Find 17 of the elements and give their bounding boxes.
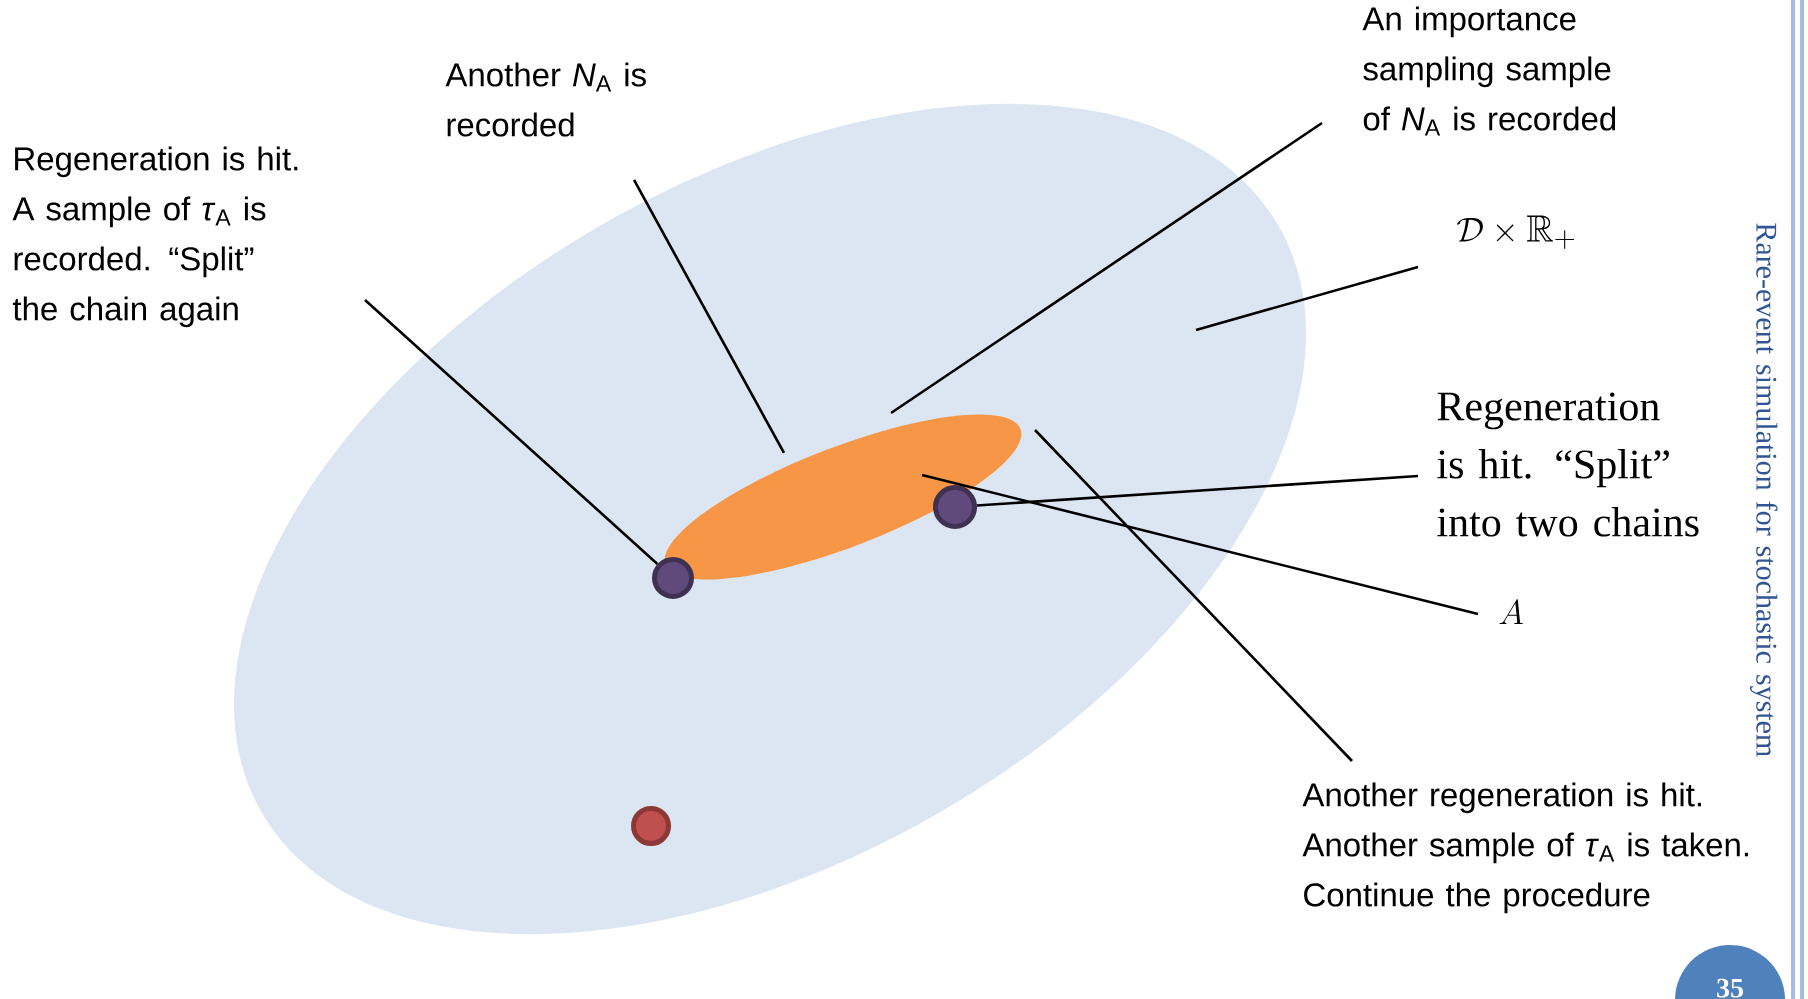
annotation-text: An importance sampling sample of N$_{A}$ is recorded: [1362, 6, 1616, 136]
annotation-text: Another N$_{A}$ is recorded: [445, 62, 646, 137]
leader-line: [921, 473, 1479, 616]
leader-line: [1195, 265, 1419, 332]
leader-line: [976, 474, 1419, 507]
leader-line: [1034, 429, 1353, 762]
set-label: $\mathcal{D}\times\mathbb{R}_+$: [1457, 215, 1575, 249]
leader-line: [364, 299, 659, 565]
page-number: 35: [1675, 945, 1785, 999]
leader-line: [890, 121, 1323, 415]
annotation-text: Regeneration is hit. A sample of τ$_{A}$ is recorded. “Split” the chain again: [12, 146, 298, 328]
set-label: $A$: [1499, 599, 1523, 624]
annotation-text: Regeneration is hit. “Split” into two chains: [1437, 392, 1699, 537]
running-title: Rare-event simulation for stochastic system: [1750, 223, 1778, 757]
annotation-text: Another regeneration is hit. Another sample of τ$_{A}$ is taken. Continue the procedure: [1302, 782, 1748, 914]
leader-line: [632, 179, 786, 454]
state-dot: [631, 806, 671, 846]
